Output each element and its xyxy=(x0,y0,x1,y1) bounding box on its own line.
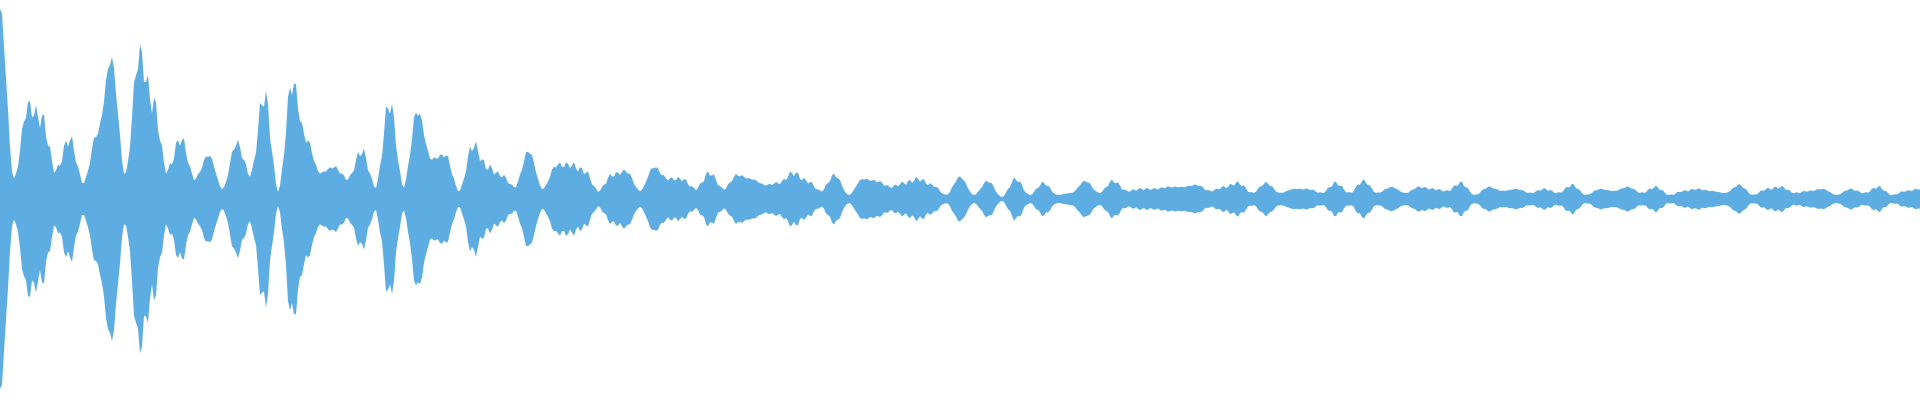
waveform-shape xyxy=(0,9,1920,389)
